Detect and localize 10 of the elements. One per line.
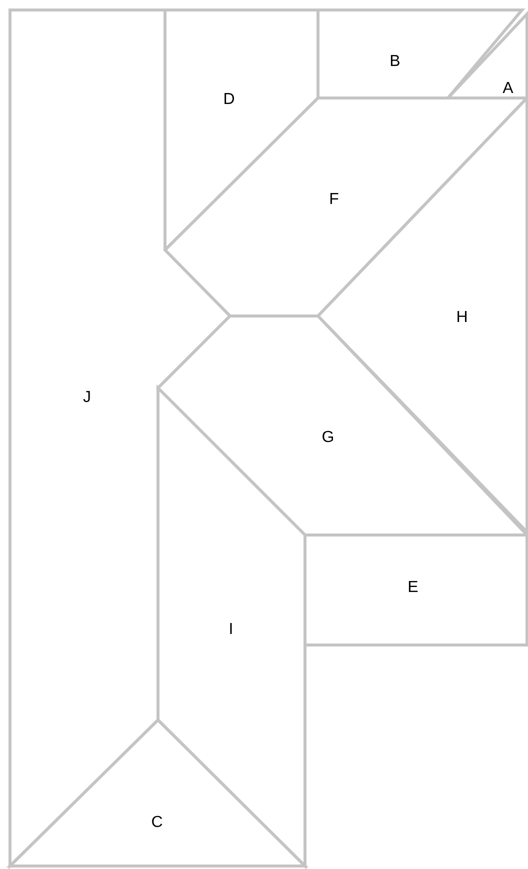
region-letter: I bbox=[228, 621, 234, 638]
region-letter: D bbox=[223, 91, 235, 108]
region-letter: F bbox=[329, 191, 339, 208]
region-letter: C bbox=[151, 814, 163, 831]
region-letter: H bbox=[456, 309, 468, 326]
region-letter: A bbox=[502, 80, 514, 97]
region-letter: G bbox=[322, 429, 334, 446]
region-letter: J bbox=[83, 389, 91, 406]
region-letter: B bbox=[390, 53, 400, 70]
region-letter: E bbox=[408, 579, 418, 596]
